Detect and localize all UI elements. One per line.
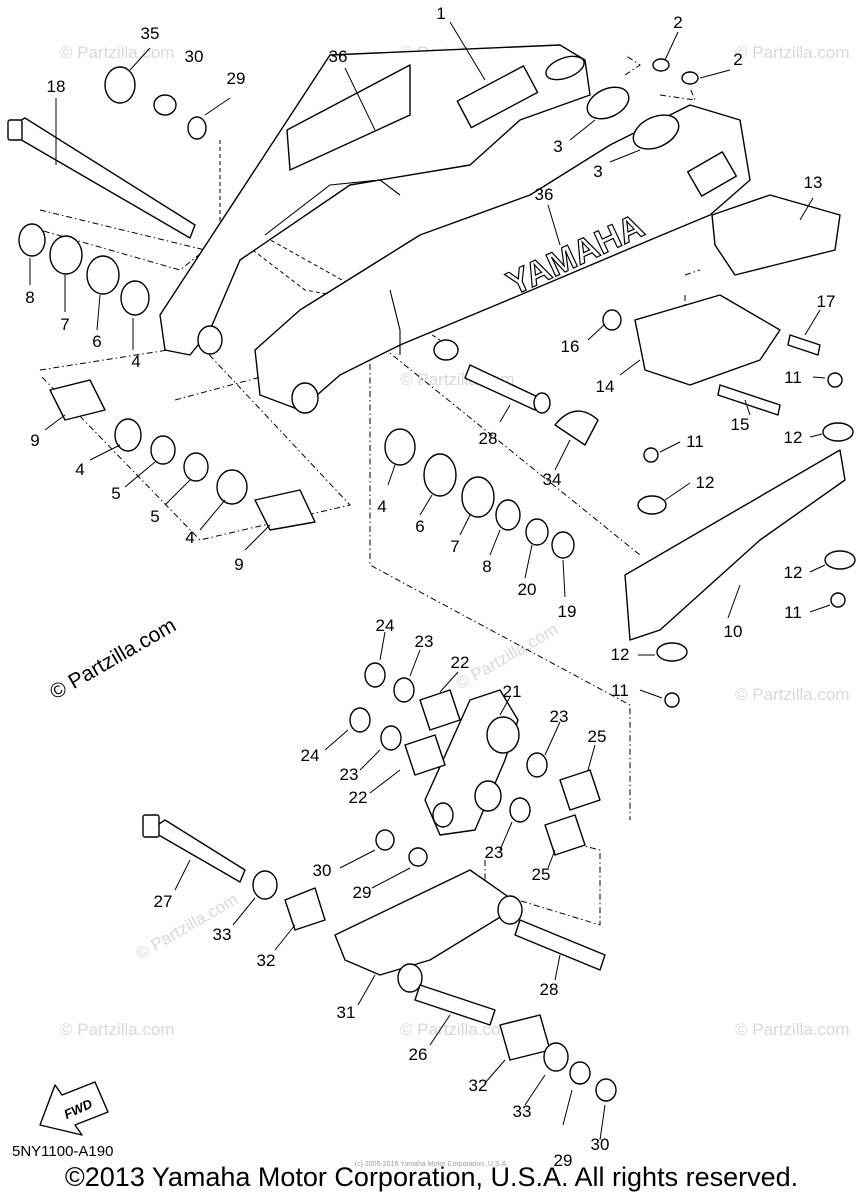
callout-29: 29 (353, 883, 372, 902)
callout-11: 11 (611, 681, 629, 700)
leader-lines (29, 21, 831, 1141)
lower-linkage-parts (142, 662, 617, 1102)
callout-30: 30 (185, 47, 204, 66)
callout-36: 36 (329, 47, 348, 66)
callout-14: 14 (596, 377, 615, 396)
callout-33: 33 (213, 925, 232, 944)
callout-9: 9 (234, 555, 243, 574)
callout-31: 31 (337, 1003, 356, 1022)
callout-2: 2 (673, 13, 682, 32)
callout-10: 10 (724, 622, 743, 641)
callout-17: 17 (817, 292, 836, 311)
callout-36: 36 (535, 185, 554, 204)
callout-4: 4 (131, 352, 140, 371)
callout-7: 7 (60, 315, 69, 334)
watermark: © Partzilla.com (735, 1020, 850, 1039)
callout-13: 13 (804, 173, 823, 192)
callout-28: 28 (479, 429, 498, 448)
callout-12: 12 (784, 563, 803, 582)
callout-5: 5 (111, 484, 120, 503)
callout-7: 7 (450, 537, 459, 556)
callout-8: 8 (25, 288, 34, 307)
callout-29: 29 (554, 1151, 573, 1170)
callout-28: 28 (540, 980, 559, 999)
fine-print: (c) 2005-2016 Yamaha Motor Corporation, … (354, 1161, 509, 1168)
diagram-code: 5NY1100-A190 (12, 1143, 114, 1160)
callout-15: 15 (731, 415, 750, 434)
callout-3: 3 (593, 162, 602, 181)
fwd-arrow-icon: FWD (39, 1081, 109, 1136)
callout-1: 1 (436, 4, 445, 23)
swingarm-1: YAMAHA (159, 44, 751, 414)
callout-12: 12 (784, 428, 803, 447)
callout-32: 32 (257, 951, 276, 970)
copyright-notice: ©2013 Yamaha Motor Corporation, U.S.A. A… (64, 1162, 799, 1192)
watermark: © Partzilla.com (60, 1020, 175, 1039)
callout-6: 6 (92, 332, 101, 351)
callout-27: 27 (154, 892, 173, 911)
callout-32: 32 (469, 1076, 488, 1095)
callout-33: 33 (513, 1102, 532, 1121)
callout-22: 22 (349, 788, 368, 807)
watermark: © Partzilla.com (735, 43, 850, 62)
callout-18: 18 (47, 77, 66, 96)
watermark: © Partzilla.com (400, 1020, 515, 1039)
chain-guide-13 (711, 194, 841, 276)
decal-36 (286, 64, 411, 171)
watermark: © Partzilla.com (60, 43, 175, 62)
callout-9: 9 (30, 431, 39, 450)
callout-4: 4 (377, 497, 386, 516)
callout-11: 11 (784, 603, 802, 622)
callout-20: 20 (518, 580, 537, 599)
watermark: © Partzilla.com (735, 685, 850, 704)
callout-4: 4 (75, 460, 84, 479)
callout-8: 8 (482, 557, 491, 576)
callout-25: 25 (588, 727, 607, 746)
callout-12: 12 (611, 645, 630, 664)
callout-23: 23 (550, 707, 569, 726)
callout-11: 11 (686, 432, 704, 451)
callout-25: 25 (532, 865, 551, 884)
callout-34: 34 (543, 470, 562, 489)
callout-11: 11 (784, 368, 802, 387)
callout-19: 19 (558, 602, 577, 621)
callout-29: 29 (227, 69, 246, 88)
callout-5: 5 (150, 507, 159, 526)
pivot-shaft-18 (7, 117, 196, 239)
chain-guide-14 (634, 294, 781, 386)
callout-23: 23 (485, 843, 504, 862)
callout-22: 22 (451, 653, 470, 672)
chain-slider-10 (624, 449, 846, 641)
callout-24: 24 (376, 616, 395, 635)
callout-35: 35 (141, 24, 160, 43)
partzilla-watermark-dark: © Partzilla.com (46, 614, 180, 705)
callout-30: 30 (591, 1135, 610, 1154)
callout-30: 30 (313, 861, 332, 880)
small-parts (18, 58, 856, 708)
callout-23: 23 (340, 765, 359, 784)
callout-2: 2 (733, 50, 742, 69)
callout-23: 23 (415, 632, 434, 651)
callout-26: 26 (409, 1045, 428, 1064)
callout-6: 6 (415, 517, 424, 536)
callout-12: 12 (696, 473, 715, 492)
callout-16: 16 (561, 337, 580, 356)
callout-4: 4 (185, 528, 194, 547)
callout-24: 24 (301, 746, 320, 765)
callouts: 1 2 2 3 3 4 4 4 4 5 5 6 6 7 7 8 8 9 9 10… (25, 4, 835, 1170)
callout-21: 21 (503, 682, 522, 701)
callout-3: 3 (553, 137, 562, 156)
